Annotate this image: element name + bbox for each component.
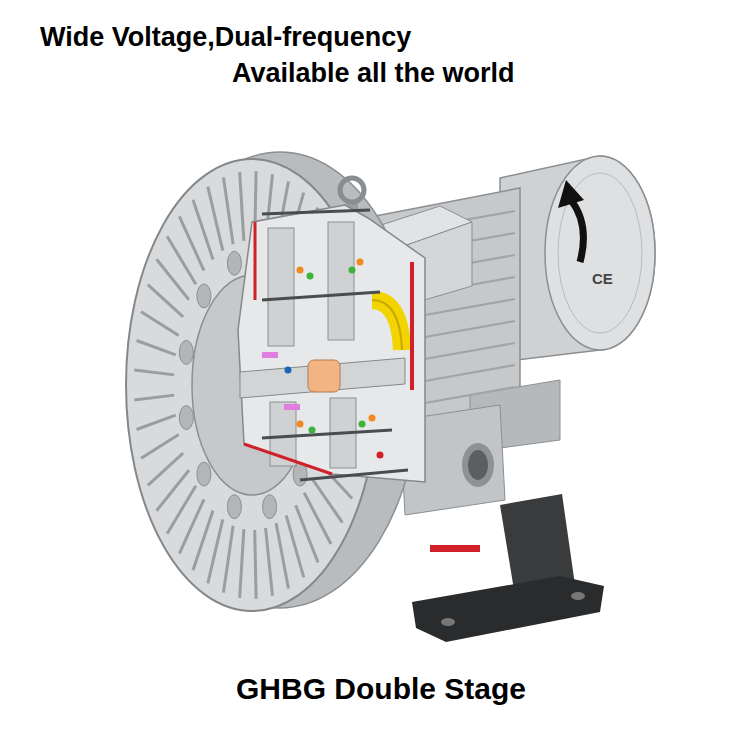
motor-fan-cover: [545, 156, 655, 350]
cutaway-section: [297, 267, 304, 274]
base-bracket: [571, 592, 585, 600]
blower-housing: [255, 530, 256, 599]
blower-housing: [263, 495, 277, 519]
cutaway-section: [244, 444, 332, 474]
motor-fan-cover: [500, 156, 655, 362]
blower-housing: [179, 406, 193, 430]
cutaway-section: [262, 210, 370, 214]
cutaway-section: [262, 430, 392, 438]
blower-housing: [227, 251, 241, 275]
blower-housing: [296, 505, 318, 562]
cutaway-section: [377, 452, 384, 459]
blower-housing: [137, 341, 176, 355]
cutaway-section: [308, 360, 340, 392]
cutaway-section: [268, 228, 294, 346]
blower-housing: [134, 370, 174, 375]
blower-housing: [141, 312, 179, 336]
cutaway-section: [410, 262, 414, 390]
subtitle-text: Available all the world: [232, 58, 515, 89]
blower-housing: [208, 187, 223, 251]
cutaway-section: [359, 421, 366, 428]
rotation-arrow: [571, 200, 583, 262]
cutaway-section: [300, 470, 408, 480]
motor-fan-cover: [500, 156, 655, 362]
blower-housing: [276, 523, 288, 589]
cutaway-section: [285, 259, 384, 459]
cutaway-section: [284, 404, 300, 410]
cutaway-section: [369, 415, 376, 422]
port-flange: [462, 443, 494, 487]
blower-housing: [227, 495, 241, 519]
blower-housing: [134, 395, 174, 400]
cutaway-section: [328, 222, 354, 340]
cutaway-section: [357, 259, 364, 266]
rotation-arrow: [558, 180, 584, 208]
base-bracket: [430, 545, 480, 552]
cutaway-section: [262, 210, 408, 480]
motor-fan-cover: [558, 173, 642, 333]
cutaway-section: [349, 267, 356, 274]
blower-housing: [240, 172, 244, 241]
cutaway-section: [254, 222, 257, 300]
blower-housing: [197, 284, 211, 308]
blower-housing: [193, 200, 213, 260]
cutaway-section: [262, 292, 380, 300]
base-bracket: [412, 494, 604, 642]
blower-housing: [148, 285, 183, 317]
eye-bolt: [340, 178, 364, 202]
title-text: Wide Voltage,Dual-frequency: [40, 22, 411, 53]
blower-housing: [286, 515, 304, 577]
blower-housing: [148, 453, 183, 485]
cutaway-section: [238, 205, 425, 482]
cutaway-section: [309, 427, 316, 434]
cutaway-section: [297, 421, 304, 428]
rotation-arrow: [558, 180, 584, 262]
blower-housing: [223, 526, 233, 593]
blower-housing: [141, 435, 179, 459]
cutaway-section: [372, 300, 402, 350]
blower-housing: [157, 470, 189, 511]
port-flange: [468, 450, 488, 480]
blower-housing: [208, 519, 223, 583]
caption-text: GHBG Double Stage: [16, 672, 746, 707]
cutaway-section: [238, 205, 425, 482]
blower-housing: [179, 340, 193, 364]
cutaway-section: [372, 300, 402, 350]
cutaway-section: [307, 273, 314, 280]
cutaway-section: [240, 358, 405, 398]
base-bracket: [412, 576, 604, 642]
certification-mark: CE: [592, 270, 613, 287]
cutaway-section: [285, 367, 292, 374]
blower-housing: [223, 177, 233, 244]
blower-housing: [266, 528, 273, 596]
blower-housing: [240, 529, 244, 598]
cutaway-section: [262, 352, 278, 358]
blower-housing: [137, 415, 176, 429]
base-bracket: [441, 618, 455, 626]
blower-housing: [197, 462, 211, 486]
